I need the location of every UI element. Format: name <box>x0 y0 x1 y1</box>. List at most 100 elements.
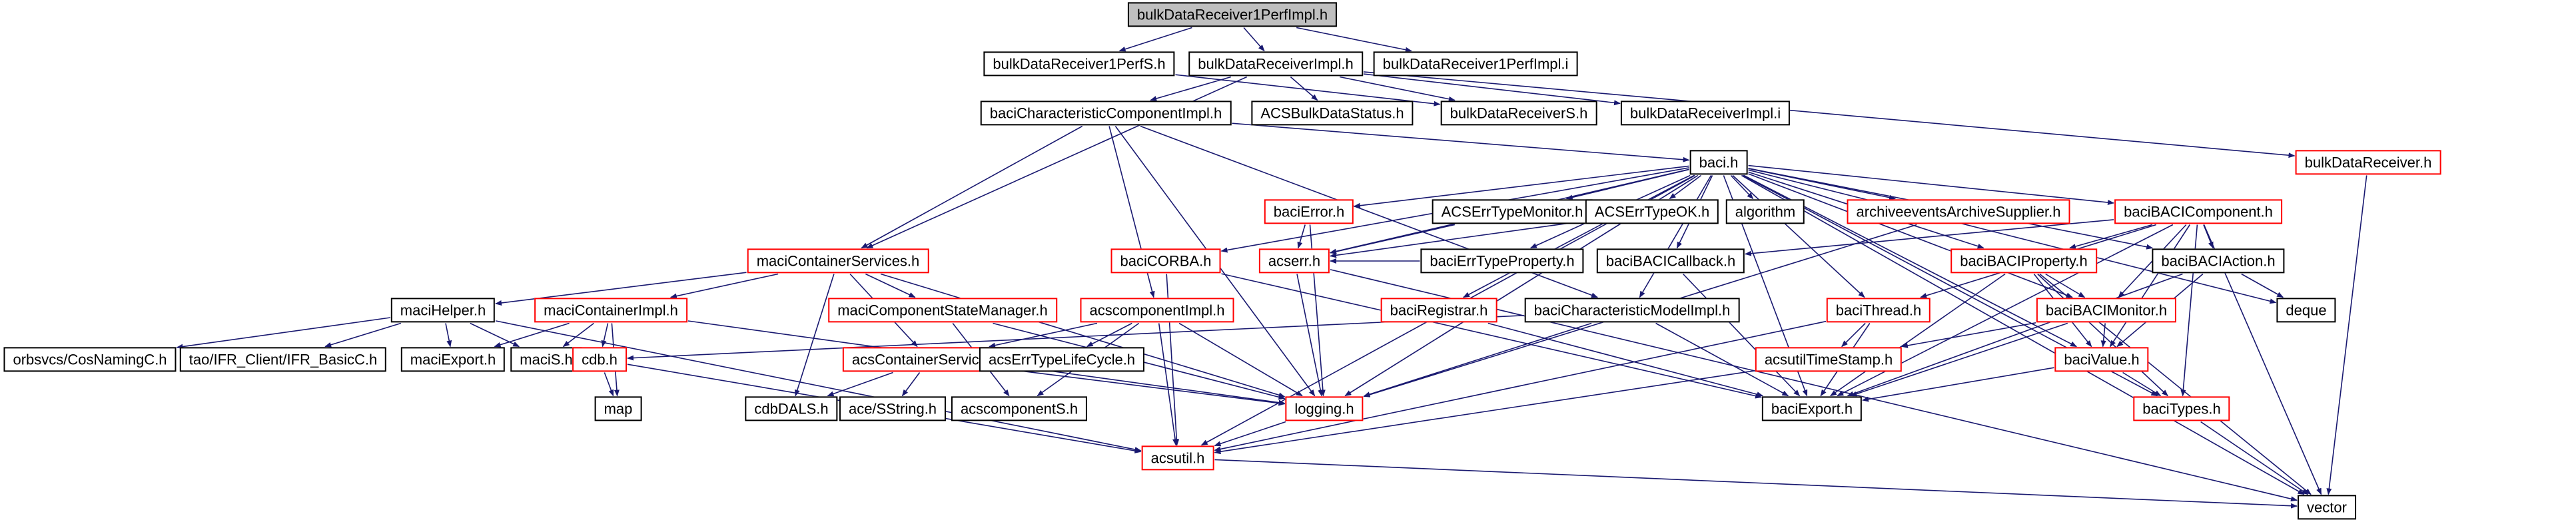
graph-node-n35[interactable]: maciExport.h <box>400 347 506 372</box>
graph-node-n28[interactable]: baciRegistrar.h <box>1380 298 1498 323</box>
include-edge-n38-n43 <box>827 372 893 397</box>
graph-node-n14: algorithm <box>1725 199 1805 224</box>
graph-node-n36[interactable]: maciS.h <box>510 347 582 372</box>
include-edge-n41-n47 <box>1862 367 2054 402</box>
graph-node-n43[interactable]: cdbDALS.h <box>745 396 838 421</box>
graph-node-n29[interactable]: baciCharacteristicModelImpl.h <box>1524 298 1740 323</box>
graph-node-n6[interactable]: ACSBulkDataStatus.h <box>1251 101 1414 126</box>
include-edge-n9-n28 <box>1463 174 1695 298</box>
include-edge-n9-n12 <box>1565 168 1689 200</box>
include-edge-n17-n25 <box>669 273 779 299</box>
graph-node-n39[interactable]: acsErrTypeLifeCycle.h <box>979 347 1145 372</box>
include-edge-n25-n37 <box>601 323 609 348</box>
graph-node-n22[interactable]: baciBACIProperty.h <box>1950 248 2097 274</box>
graph-node-n27[interactable]: acscomponentImpl.h <box>1080 298 1234 323</box>
graph-node-n26[interactable]: maciComponentStateManager.h <box>828 298 1057 323</box>
graph-node-n42: map <box>594 396 642 421</box>
include-edge-n46-n49 <box>1214 421 1286 447</box>
graph-node-n17[interactable]: maciContainerServices.h <box>747 248 929 274</box>
graph-node-n16[interactable]: baciBACIComponent.h <box>2114 199 2282 224</box>
include-edge-n16-n23 <box>2203 224 2214 249</box>
include-edge-n16-n22 <box>2069 224 2153 249</box>
include-edge-n9-n32 <box>1748 169 2277 304</box>
include-edge-n30-n49 <box>1214 320 1827 452</box>
include-edge-n9-n15 <box>1748 168 1897 200</box>
include-edge-n9-n14 <box>1730 174 1754 200</box>
include-edge-n9-n29 <box>1639 175 1712 298</box>
graph-node-n31[interactable]: baciBACIMonitor.h <box>2036 298 2177 323</box>
include-edge-n30-n40 <box>1841 322 1866 348</box>
include-edge-n24-n34 <box>324 322 402 348</box>
include-edge-n1-n4 <box>1296 27 1412 53</box>
include-edge-n22-n47 <box>1830 273 2006 397</box>
graph-node-n11[interactable]: baciError.h <box>1264 199 1354 224</box>
include-edge-n18-n47 <box>1221 273 1762 399</box>
include-edge-n24-n35 <box>445 323 452 348</box>
graph-node-n48[interactable]: baciTypes.h <box>2133 396 2230 421</box>
include-edge-n27-n39 <box>1086 322 1132 348</box>
graph-node-n41[interactable]: baciValue.h <box>2054 347 2149 372</box>
graph-node-n32: deque <box>2276 298 2336 323</box>
include-edge-n29-n46 <box>1363 322 1592 397</box>
graph-node-n5[interactable]: baciCharacteristicComponentImpl.h <box>980 101 1232 126</box>
include-edge-n48-n50 <box>2200 421 2309 495</box>
include-edge-n21-n47 <box>1683 273 1801 397</box>
graph-node-n15[interactable]: archiveeventsArchiveSupplier.h <box>1847 199 2070 224</box>
graph-node-n13[interactable]: ACSErrTypeOK.h <box>1585 199 1719 224</box>
include-edge-n3-n6 <box>1290 76 1318 101</box>
include-edge-n3-n5 <box>1150 76 1232 101</box>
include-edge-n9-n31 <box>1748 173 2073 298</box>
graph-node-n40[interactable]: acsutilTimeStamp.h <box>1755 347 1903 372</box>
graph-node-n21[interactable]: baciBACICallback.h <box>1596 248 1745 274</box>
include-edge-n24-n36 <box>470 322 520 348</box>
graph-node-n25[interactable]: maciContainerImpl.h <box>534 298 687 323</box>
include-edge-n27-n46 <box>1178 322 1303 397</box>
graph-node-n34: tao/IFR_Client/IFR_BasicC.h <box>179 347 387 372</box>
include-edge-n49-n50 <box>1214 459 2298 509</box>
include-edge-n9-n13 <box>1669 174 1702 200</box>
include-edge-n31-n41 <box>2100 323 2106 348</box>
graph-node-n19[interactable]: acserr.h <box>1258 248 1330 274</box>
graph-node-n46[interactable]: logging.h <box>1285 396 1364 421</box>
graph-node-n44: ace/SString.h <box>839 396 947 421</box>
include-edge-n41-n48 <box>2122 372 2162 397</box>
include-edge-n28-n47 <box>1488 322 1764 397</box>
include-edge-n1-n3 <box>1243 27 1265 52</box>
include-edge-n38-n44 <box>901 372 921 397</box>
graph-node-n10[interactable]: bulkDataReceiver.h <box>2295 150 2441 175</box>
include-edge-n27-n49 <box>1158 323 1178 446</box>
graph-node-n45[interactable]: acscomponentS.h <box>951 396 1088 421</box>
include-edge-n5-n17 <box>861 125 1083 249</box>
graph-node-n24[interactable]: maciHelper.h <box>390 298 496 323</box>
include-edge-n3-n8 <box>1363 73 1621 106</box>
include-edge-n17-n26 <box>865 273 916 298</box>
graph-node-n47[interactable]: baciExport.h <box>1761 396 1863 421</box>
include-edge-n16-n41 <box>2110 224 2190 348</box>
graph-node-n33: orbsvcs/CosNamingC.h <box>3 347 177 372</box>
graph-node-n9[interactable]: baci.h <box>1689 150 1748 175</box>
graph-node-n7[interactable]: bulkDataReceiverS.h <box>1440 101 1597 126</box>
include-edge-n27-n38 <box>989 322 1098 348</box>
graph-node-n3[interactable]: bulkDataReceiverImpl.h <box>1188 51 1363 77</box>
include-edge-n25-n35 <box>494 322 570 348</box>
graph-node-n18[interactable]: baciCORBA.h <box>1110 248 1221 274</box>
include-edge-n23-n32 <box>2241 273 2284 298</box>
include-edge-n19-n46 <box>1296 274 1324 397</box>
graph-node-n12[interactable]: ACSErrTypeMonitor.h <box>1432 199 1593 224</box>
graph-node-n20[interactable]: baciErrTypeProperty.h <box>1420 248 1584 274</box>
include-edge-n9-n30 <box>1732 174 1865 298</box>
include-edge-n24-n49 <box>495 320 1142 452</box>
graph-node-n1: bulkDataReceiver1PerfImpl.h <box>1127 2 1338 27</box>
graph-node-n23[interactable]: baciBACIAction.h <box>2152 248 2285 274</box>
graph-node-n49[interactable]: acsutil.h <box>1141 445 1214 471</box>
graph-node-n8: bulkDataReceiverImpl.i <box>1620 101 1791 126</box>
graph-node-n30[interactable]: baciThread.h <box>1826 298 1931 323</box>
include-edge-n1-n2 <box>1118 27 1192 52</box>
include-edge-n23-n47 <box>1847 273 2183 397</box>
graph-node-n2[interactable]: bulkDataReceiver1PerfS.h <box>983 51 1175 77</box>
graph-node-n4: bulkDataReceiver1PerfImpl.i <box>1373 51 1578 77</box>
graph-node-n37[interactable]: cdb.h <box>572 347 627 372</box>
include-edge-n22-n48 <box>2037 273 2168 397</box>
include-edge-n37-n42 <box>604 372 614 397</box>
